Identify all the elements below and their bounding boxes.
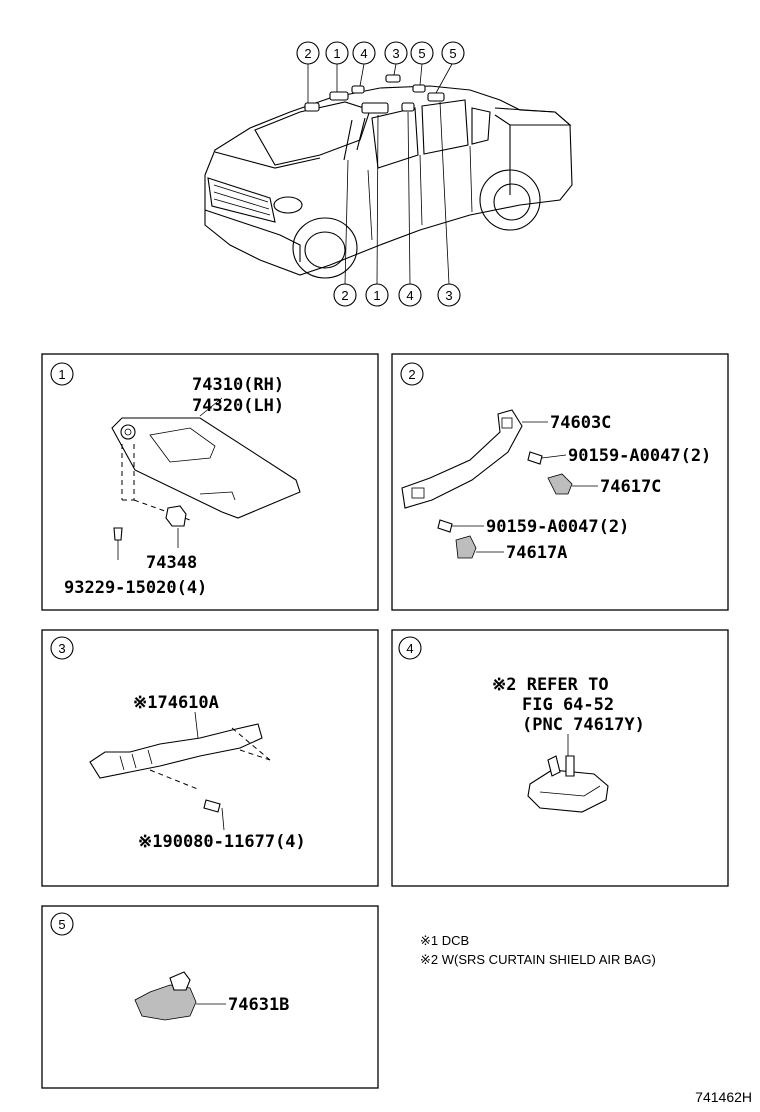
callout-circle: 4	[398, 283, 422, 307]
pnc-ref-label: (PNC 74617Y)	[522, 715, 645, 735]
panel-4: 4 ※2 REFER TO FIG 64-52 (PNC 74617Y)	[391, 629, 729, 887]
callout-circle: 1	[365, 283, 389, 307]
svg-text:2: 2	[304, 46, 311, 61]
svg-text:4: 4	[406, 641, 413, 656]
note-1: ※1 DCB	[420, 933, 469, 948]
part-label-74631b: 74631B	[228, 995, 289, 1015]
cover-cap-drawing	[134, 971, 226, 1021]
callout-circle: 4	[352, 41, 376, 65]
svg-text:2: 2	[408, 367, 415, 382]
part-label-74348: 74348	[146, 553, 197, 573]
part-label-74603c: 74603C	[550, 413, 611, 433]
svg-text:1: 1	[333, 46, 340, 61]
panel-1: 1 74310(RH) 74320(LH) 74348 93229-15020(…	[41, 353, 379, 611]
panel-3: 3 ※174610A ※190080-11677(4)	[41, 629, 379, 887]
svg-text:5: 5	[58, 917, 65, 932]
svg-text:4: 4	[360, 46, 367, 61]
svg-text:5: 5	[418, 46, 425, 61]
sun-visor-drawing	[111, 397, 301, 560]
footnotes: ※1 DCB ※2 W(SRS CURTAIN SHIELD AIR BAG)	[420, 933, 656, 967]
part-label-74320: 74320(LH)	[192, 396, 284, 416]
part-label-90159-lower: 90159-A0047(2)	[486, 517, 629, 537]
figure-ref-label: FIG 64-52	[522, 695, 614, 715]
note-2: ※2 W(SRS CURTAIN SHIELD AIR BAG)	[420, 952, 656, 967]
svg-text:1: 1	[58, 367, 65, 382]
svg-text:2: 2	[341, 288, 348, 303]
callout-leaders	[307, 63, 453, 285]
callout-circle: 1	[325, 41, 349, 65]
callout-circle: 3	[384, 41, 408, 65]
panel-5: 5 74631B	[41, 905, 379, 1089]
figure-id: 741462H	[695, 1089, 752, 1105]
callout-circle: 2	[333, 283, 357, 307]
refer-to-label: ※2 REFER TO	[492, 675, 609, 695]
part-label-74310: 74310(RH)	[192, 375, 284, 395]
grip-handle-drawing	[89, 711, 271, 831]
truck-illustration	[204, 74, 573, 279]
top-callouts: 2 1 4 3 5 5	[296, 41, 465, 65]
part-label-74610a: ※174610A	[133, 693, 219, 713]
callout-circle: 3	[437, 283, 461, 307]
callout-circle: 5	[410, 41, 434, 65]
svg-text:3: 3	[58, 641, 65, 656]
part-label-90080: ※190080-11677(4)	[138, 832, 306, 852]
part-label-93229: 93229-15020(4)	[64, 578, 207, 598]
callout-circle: 5	[441, 41, 465, 65]
svg-text:3: 3	[445, 288, 452, 303]
svg-text:1: 1	[373, 288, 380, 303]
lamp-base-drawing	[527, 734, 609, 813]
bottom-callouts: 2 1 4 3	[333, 283, 461, 307]
assist-grip-drawing	[401, 409, 598, 559]
panel-2: 2 74603C 90159-A0047(2) 74617C 90159-A00…	[391, 353, 729, 611]
part-label-74617c: 74617C	[600, 477, 661, 497]
svg-text:3: 3	[392, 46, 399, 61]
svg-text:5: 5	[449, 46, 456, 61]
part-label-90159-upper: 90159-A0047(2)	[568, 446, 711, 466]
callout-circle: 2	[296, 41, 320, 65]
part-label-74617a: 74617A	[506, 543, 567, 563]
svg-text:4: 4	[406, 288, 413, 303]
